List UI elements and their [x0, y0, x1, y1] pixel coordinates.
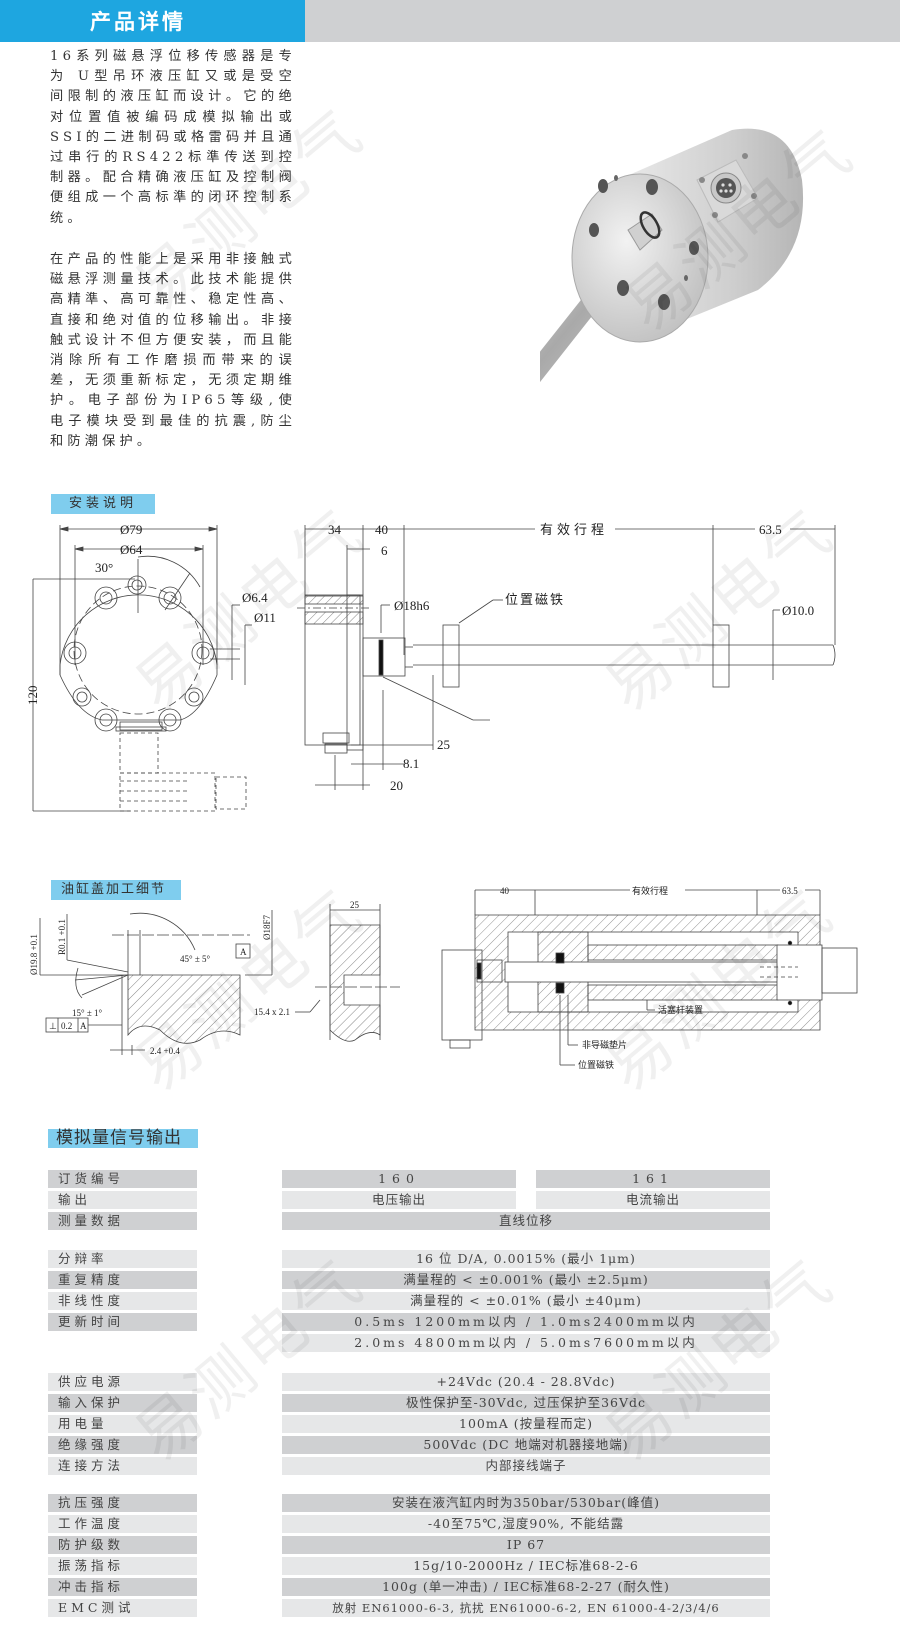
- spec-label: 更新时间: [48, 1313, 197, 1331]
- dim-6: 6: [381, 543, 388, 558]
- side-view-drawing: 34 40 有效行程 63.5 6 Ø18h6 位置磁铁 Ø10.0 25 8.…: [295, 515, 875, 815]
- spec-label: 重复精度: [48, 1271, 197, 1289]
- dim-radius: R0.1 +0.1: [57, 919, 67, 955]
- spec-value: 电流输出: [536, 1191, 770, 1209]
- dim-dia-19-8: Ø19.8 +0.1: [29, 934, 39, 975]
- spec-label: 冲击指标: [48, 1578, 197, 1596]
- spacer-label: 非导磁垫片: [582, 1039, 627, 1050]
- dim-34: 34: [328, 522, 342, 537]
- spec-label: 连接方法: [48, 1457, 197, 1475]
- spec-value: 满量程的 < ±0.001% (最小 ±2.5μm): [282, 1271, 770, 1289]
- asm-magnet-label: 位置磁铁: [578, 1059, 614, 1070]
- dim-bolt-circle: Ø64: [120, 542, 143, 557]
- spec-label: 振荡指标: [48, 1557, 197, 1575]
- section-tag-specs: 模拟量信号输出: [48, 1129, 198, 1148]
- page-title: 产品详情: [90, 10, 186, 34]
- asm-dim-63-5: 63.5: [782, 886, 798, 896]
- dim-shaft-fit: Ø18h6: [394, 598, 430, 613]
- dim-depth: 2.4 +0.4: [150, 1046, 180, 1056]
- dim-hole-dia: Ø6.4: [242, 590, 268, 605]
- spec-label: 抗压强度: [48, 1494, 197, 1512]
- dim-8-1: 8.1: [403, 756, 419, 771]
- spec-value: 放射 EN61000-6-3, 抗扰 EN61000-6-2, EN 61000…: [282, 1599, 770, 1617]
- section-tag-cylinder: 油缸盖加工细节: [51, 880, 181, 900]
- dim-outer-dia: Ø79: [120, 522, 142, 537]
- spec-label: 防护级数: [48, 1536, 197, 1554]
- intro-paragraph-1: 16系列磁悬浮位移传感器是专为 U型吊环液压缸又或是受空间限制的液压缸而设计。它…: [50, 49, 296, 226]
- dim-angle: 30°: [95, 560, 113, 575]
- spec-value: 满量程的 < ±0.01% (最小 ±40μm): [282, 1292, 770, 1310]
- spec-label: 供应电源: [48, 1373, 197, 1391]
- spec-label: 非线性度: [48, 1292, 197, 1310]
- spec-value: 直线位移: [282, 1212, 770, 1230]
- spec-value: IP 67: [282, 1536, 770, 1554]
- spec-value: 内部接线端子: [282, 1457, 770, 1475]
- front-view-drawing: Ø79 Ø64 30° Ø6.4 Ø11 120: [20, 515, 290, 815]
- asm-dim-40: 40: [500, 886, 510, 896]
- spec-label: 测量数据: [48, 1212, 197, 1230]
- stroke-label: 有效行程: [540, 522, 608, 537]
- dim-rod-dia: Ø10.0: [782, 603, 814, 618]
- spec-value: 161: [536, 1170, 770, 1188]
- spec-label: 订货编号: [48, 1170, 197, 1188]
- intro-paragraph-2: 在产品的性能上是采用非接触式磁悬浮测量技术。此技术能提供高精準、高可靠性、稳定性…: [50, 252, 296, 449]
- spec-value: 电压输出: [282, 1191, 516, 1209]
- dim-25: 25: [437, 737, 450, 752]
- spec-label: 用电量: [48, 1415, 197, 1433]
- spec-value: 160: [282, 1170, 516, 1188]
- product-photo: [500, 80, 900, 420]
- dim-40: 40: [375, 522, 388, 537]
- spec-label: EMC测试: [48, 1599, 197, 1617]
- dim-width-25: 25: [350, 900, 360, 910]
- perp-tolerance: 0.2: [61, 1021, 72, 1031]
- dim-63-5: 63.5: [759, 522, 782, 537]
- spec-label: 分辩率: [48, 1250, 197, 1268]
- datum-a: A: [240, 947, 247, 957]
- header-title-block: 产品详情: [0, 0, 305, 42]
- magnet-label: 位置磁铁: [505, 592, 565, 607]
- spec-label: 绝缘强度: [48, 1436, 197, 1454]
- spec-value: 16 位 D/A, 0.0015% (最小 1μm): [282, 1250, 770, 1268]
- dim-20: 20: [390, 778, 403, 793]
- spec-label: 输入保护: [48, 1394, 197, 1412]
- dim-bore-fit: Ø18F7: [262, 914, 272, 940]
- dim-height: 120: [25, 686, 40, 706]
- spec-value: 0.5ms 1200mm以内 / 1.0ms2400mm以内: [282, 1313, 770, 1331]
- dim-angle-15: 15° ± 1°: [72, 1008, 103, 1018]
- perp-datum: A: [80, 1021, 87, 1031]
- dim-angle-45: 45° ± 5°: [180, 954, 211, 964]
- spec-value: -40至75℃,湿度90%, 不能结露: [282, 1515, 770, 1533]
- section-tag-install: 安装说明: [51, 494, 155, 514]
- spec-value: 安装在液汽缸内时为350bar/530bar(峰值): [282, 1494, 770, 1512]
- piston-label: 活塞杆装置: [658, 1004, 703, 1015]
- dim-groove: 15.4 x 2.1: [254, 1007, 290, 1017]
- spec-value: 100g (单一冲击) / IEC标准68-2-27 (耐久性): [282, 1578, 770, 1596]
- perp-symbol: ⊥: [49, 1021, 57, 1031]
- dim-counterbore-dia: Ø11: [254, 610, 276, 625]
- spec-label: 输出: [48, 1191, 197, 1209]
- cap-detail-drawing: Ø19.8 +0.1 R0.1 +0.1 Ø18F7 45° ± 5° A 15…: [0, 900, 400, 1070]
- spec-value: 500Vdc (DC 地端对机器接地端): [282, 1436, 770, 1454]
- asm-stroke-label: 有效行程: [632, 885, 668, 896]
- spec-value: 极性保护至-30Vdc, 过压保护至36Vdc: [282, 1394, 770, 1412]
- spec-value: 15g/10-2000Hz / IEC标准68-2-6: [282, 1557, 770, 1575]
- spec-label: 工作温度: [48, 1515, 197, 1533]
- spec-value: 2.0ms 4800mm以内 / 5.0ms7600mm以内: [282, 1334, 770, 1352]
- spec-value: +24Vdc (20.4 - 28.8Vdc): [282, 1373, 770, 1391]
- spec-value: 100mA (按量程而定): [282, 1415, 770, 1433]
- cylinder-assembly-drawing: 40 有效行程 63.5 活塞杆装置 非导磁垫片 位置磁铁: [420, 885, 900, 1070]
